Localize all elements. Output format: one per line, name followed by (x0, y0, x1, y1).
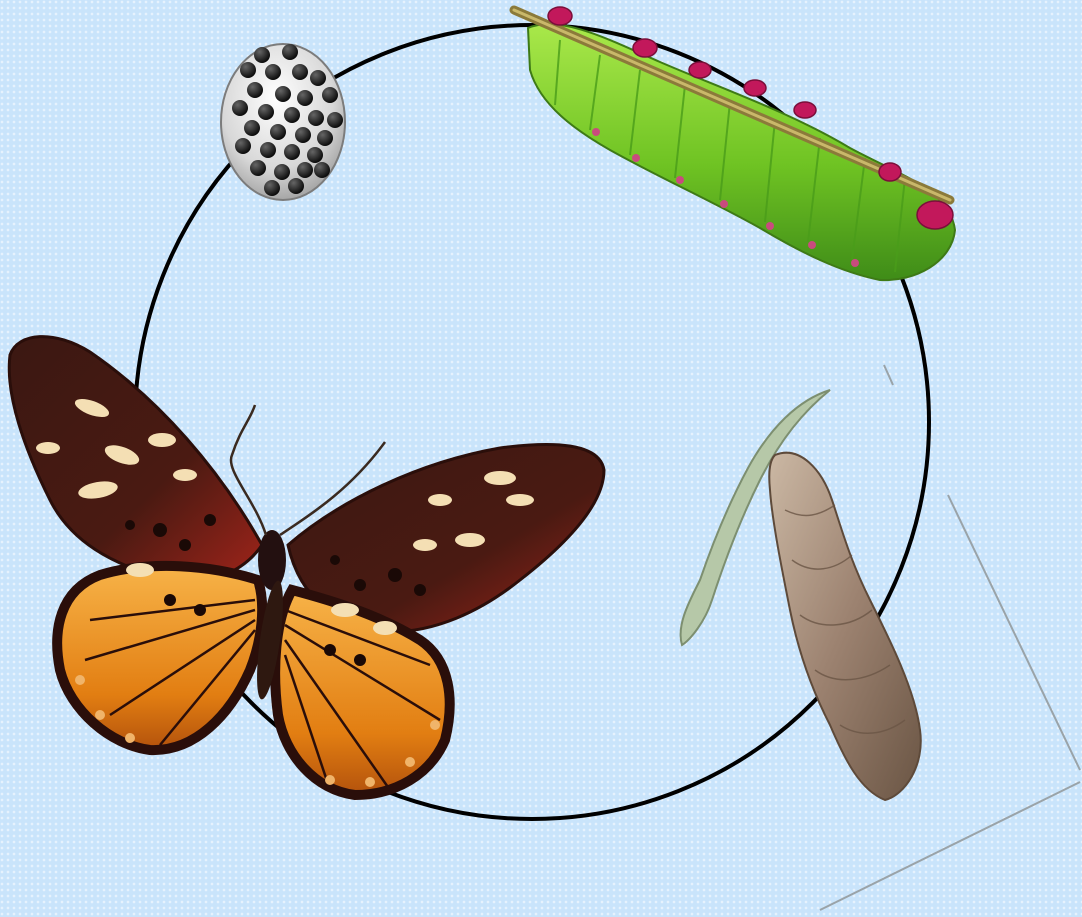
egg-dot (297, 90, 313, 106)
egg-dot (317, 130, 333, 146)
egg-dot (288, 178, 304, 194)
egg-dot (322, 87, 338, 103)
chrysalis-icon (681, 390, 921, 800)
egg-dot (258, 104, 274, 120)
egg-dot (284, 144, 300, 160)
egg-dot (264, 180, 280, 196)
butterfly-icon (9, 337, 604, 795)
egg-cluster-icon (221, 44, 345, 200)
egg-dot (250, 160, 266, 176)
egg-dot (274, 164, 290, 180)
egg-dot (327, 112, 343, 128)
egg-dot (270, 124, 286, 140)
egg-dot (308, 110, 324, 126)
egg-dot (265, 64, 281, 80)
egg-dot (247, 82, 263, 98)
egg-dot (297, 162, 313, 178)
egg-dot (284, 107, 300, 123)
egg-dot (254, 47, 270, 63)
egg-dot (232, 100, 248, 116)
egg-dot (307, 147, 323, 163)
egg-dot (292, 64, 308, 80)
egg-dot (260, 142, 276, 158)
egg-dot (314, 162, 330, 178)
egg-dot (310, 70, 326, 86)
egg-dot (240, 62, 256, 78)
egg-dot (282, 44, 298, 60)
egg-dot (235, 138, 251, 154)
egg-dot (295, 127, 311, 143)
egg-dot (244, 120, 260, 136)
egg-dot (275, 86, 291, 102)
caterpillar-icon (514, 7, 955, 280)
